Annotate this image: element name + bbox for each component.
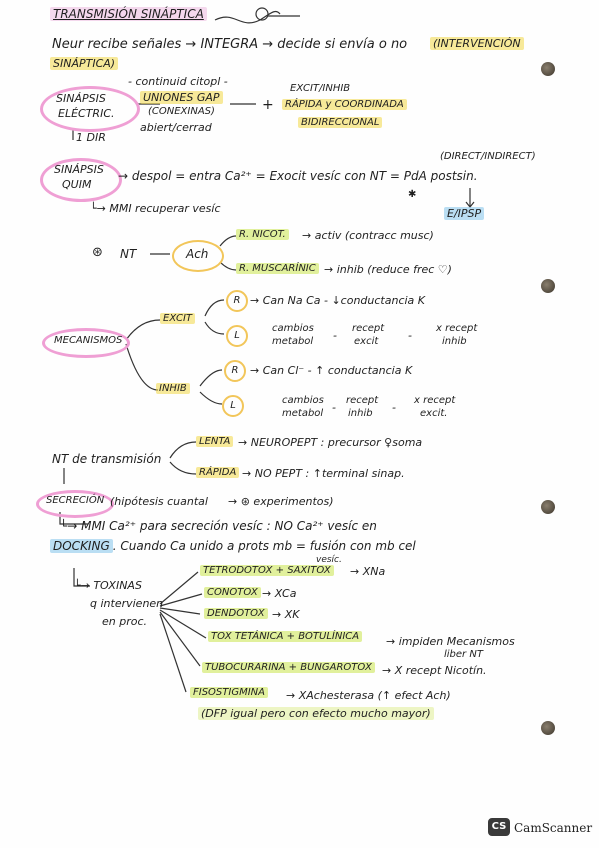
r-nicot-text: → activ (contracc musc) bbox=[302, 229, 434, 242]
camscanner-logo: CS bbox=[488, 818, 510, 836]
excit-l-b: metabol bbox=[272, 336, 314, 347]
experimentos-text: → ⊛ experimentos) bbox=[228, 495, 334, 508]
binder-hole bbox=[541, 279, 555, 293]
mmi-line: └→ MMI recuperar vesíc bbox=[90, 202, 221, 215]
intro-tag-2: SINÁPTICA) bbox=[50, 57, 119, 70]
circle-r: R bbox=[224, 360, 246, 382]
star-mark: ✱ bbox=[408, 189, 417, 200]
toxinas-label-2: q intervienen bbox=[90, 597, 164, 610]
tox-dfp-note: (DFP igual pero con efecto mucho mayor) bbox=[198, 707, 434, 720]
tox-dendotox-effect: → XK bbox=[272, 608, 300, 621]
excit-l-a: cambios bbox=[272, 323, 314, 334]
chem-line: → despol = entra Ca²⁺ = Exocit vesíc con… bbox=[118, 169, 478, 183]
excit-l-c: recept bbox=[352, 323, 385, 334]
neuron-doodle bbox=[214, 10, 281, 24]
binder-hole bbox=[541, 721, 555, 735]
electric-label: SINÁPSIS bbox=[56, 92, 106, 105]
electric-label-2: ELÉCTRIC. bbox=[58, 107, 115, 120]
res-excit: EXCIT/INHIB bbox=[290, 83, 351, 94]
chem-label: SINÁPSIS bbox=[54, 163, 104, 176]
r-muscar-text: → inhib (reduce frec ♡) bbox=[324, 263, 452, 276]
circle-r: R bbox=[226, 290, 248, 312]
dash: - bbox=[392, 401, 396, 414]
res-bidireccional: BIDIRECCIONAL bbox=[298, 117, 383, 128]
inhib-l-b: metabol bbox=[282, 408, 324, 419]
mecanismos-oval bbox=[42, 328, 130, 358]
lenta-text: → NEUROPEPT : precursor ♀soma bbox=[238, 436, 423, 449]
excit-l-e: x recept bbox=[436, 323, 478, 334]
secrecion-line1: └→ MMI Ca²⁺ para secreción vesíc : NO Ca… bbox=[60, 519, 377, 533]
direct-indirect: (DIRECT/INDIRECT) bbox=[440, 151, 536, 162]
electric-oval bbox=[40, 86, 140, 132]
continuidad-text: - continuid citopl - bbox=[128, 75, 228, 88]
inhib-l-c: recept bbox=[346, 395, 379, 406]
ach-mark: ⊛ bbox=[92, 245, 103, 260]
inhib-l-f: excit. bbox=[420, 408, 448, 419]
excit-r-text: → Can Na Ca - ↓conductancia K bbox=[250, 294, 426, 307]
excit-label: EXCIT bbox=[160, 313, 196, 324]
tox-tetanica-effect-2: liber NT bbox=[444, 649, 483, 660]
dash: - bbox=[408, 329, 412, 342]
res-rapida: RÁPIDA y COORDINADA bbox=[282, 99, 407, 110]
gap-junctions: UNIONES GAP bbox=[140, 91, 223, 104]
docking-line: DOCKING. Cuando Ca unido a prots mb = fu… bbox=[50, 539, 416, 553]
rapida-label: RÁPIDA bbox=[196, 467, 240, 478]
epsp-label: E/IPSP bbox=[444, 207, 485, 220]
chem-oval bbox=[40, 158, 122, 202]
ach-oval bbox=[172, 240, 224, 272]
nt-label: NT bbox=[120, 247, 137, 261]
dash: - bbox=[332, 401, 336, 414]
tox-tetanica-effect: → impiden Mecanismos bbox=[386, 635, 515, 648]
tox-dendotox: DENDOTOX bbox=[204, 608, 268, 619]
hipotesis-text: (hipótesis cuantal bbox=[110, 495, 208, 508]
tox-tetrodo-effect: → XNa bbox=[350, 565, 386, 578]
vesic-note: vesíc. bbox=[316, 555, 342, 565]
tox-fisostigmina-effect: → XAchesterasa (↑ efect Ach) bbox=[286, 689, 451, 702]
chem-label-2: QUIM bbox=[62, 178, 92, 191]
lenta-label: LENTA bbox=[196, 436, 234, 447]
tox-tetanica: TOX TETÁNICA + BOTULÍNICA bbox=[208, 631, 363, 642]
tox-fisostigmina: FISOSTIGMINA bbox=[190, 687, 268, 698]
conexinas-text: (CONEXINAS) bbox=[148, 106, 215, 117]
rapida-text: → NO PEPT : ↑terminal sinap. bbox=[242, 467, 405, 480]
tox-conotox-effect: → XCa bbox=[262, 587, 297, 600]
secrecion-oval bbox=[36, 490, 114, 518]
tox-conotox: CONOTOX bbox=[204, 587, 261, 598]
tox-tubocurarina-effect: → X recept Nicotín. bbox=[382, 664, 487, 677]
secrecion-label: SECRECIÓN bbox=[46, 495, 105, 506]
inhib-r-text: → Can Cl⁻ - ↑ conductancia K bbox=[250, 364, 413, 377]
nt-trans-label: NT de transmisión bbox=[52, 452, 162, 466]
circle-l: L bbox=[222, 395, 244, 417]
mecanismos-label: MECANISMOS bbox=[54, 335, 123, 346]
camscanner-brand: CamScanner bbox=[514, 821, 593, 835]
binder-hole bbox=[541, 62, 555, 76]
tox-tubocurarina: TUBOCURARINA + BUNGAROTOX bbox=[202, 662, 375, 673]
inhib-label: INHIB bbox=[156, 383, 190, 394]
inhib-l-d: inhib bbox=[348, 408, 373, 419]
toxinas-label-3: en proc. bbox=[102, 615, 148, 628]
r-muscar: R. MUSCARÍNIC bbox=[236, 263, 319, 274]
excit-l-f: inhib bbox=[442, 336, 467, 347]
ach-label: Ach bbox=[186, 247, 209, 261]
circle-l: L bbox=[226, 325, 248, 347]
dash: - bbox=[333, 329, 337, 342]
excit-l-d: excit bbox=[354, 336, 379, 347]
inhib-l-e: x recept bbox=[414, 395, 456, 406]
estado-text: abiert/cerrad bbox=[140, 121, 212, 134]
dir-text: 1 DIR bbox=[76, 131, 106, 144]
tox-tetrodo: TETRODOTOX + SAXITOX bbox=[200, 565, 334, 576]
page-title: TRANSMISIÓN SINÁPTICA bbox=[50, 7, 207, 21]
intro-line: Neur recibe señales → INTEGRA → decide s… bbox=[52, 37, 408, 52]
inhib-l-a: cambios bbox=[282, 395, 324, 406]
intro-tag: (INTERVENCIÓN bbox=[430, 37, 524, 50]
r-nicot: R. NICOT. bbox=[236, 229, 289, 240]
plus-sign: + bbox=[262, 97, 274, 113]
binder-hole bbox=[541, 500, 555, 514]
toxinas-label: └→ TOXINAS bbox=[74, 579, 142, 592]
